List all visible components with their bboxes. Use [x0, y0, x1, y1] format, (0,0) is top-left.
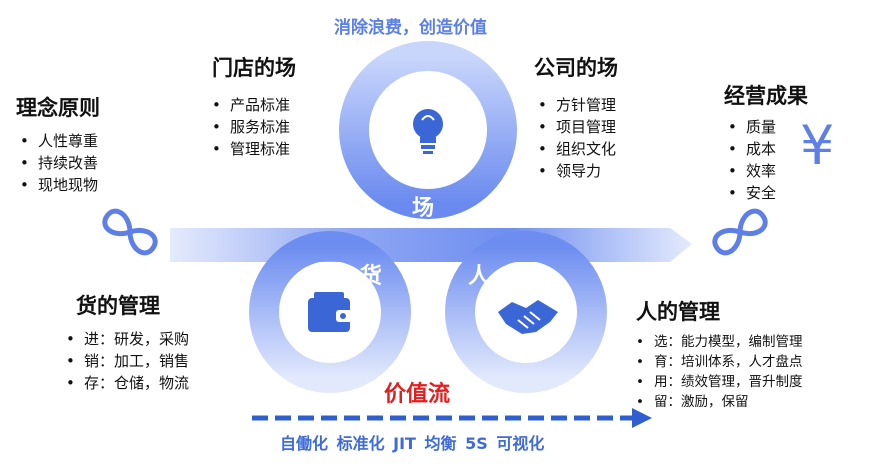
list-item: 服务标准	[208, 116, 296, 138]
people-title: 人的管理	[636, 300, 720, 324]
list-item: 进：研发，采购	[62, 328, 189, 350]
list-item: 销：加工，销售	[62, 350, 189, 372]
list-item: 育：培训体系，人才盘点	[632, 352, 803, 372]
ribbon-band	[170, 228, 692, 262]
list-item: 安全	[724, 182, 808, 204]
handshake-icon	[498, 300, 558, 334]
list-item: 领导力	[534, 160, 618, 182]
loop-label-goods: 货	[360, 264, 383, 289]
list-item: 项目管理	[534, 116, 618, 138]
list-item: 用：绩效管理，晋升制度	[632, 372, 803, 392]
list-item: 人性尊重	[16, 130, 100, 152]
list-item: 选：能力模型，编制管理	[632, 332, 803, 352]
list-item: 管理标准	[208, 138, 296, 160]
people-block: 人的管理 选：能力模型，编制管理 育：培训体系，人才盘点 用：绩效管理，晋升制度…	[632, 296, 803, 412]
infinity-icon	[712, 208, 768, 256]
list-item: 现地现物	[16, 174, 100, 196]
store-title: 门店的场	[212, 56, 296, 80]
store-block: 门店的场 产品标准 服务标准 管理标准	[208, 52, 296, 160]
value-stream-arrowhead	[632, 408, 652, 428]
goods-list: 进：研发，采购 销：加工，销售 存：仓储，物流	[62, 328, 189, 394]
loop-field	[339, 41, 517, 219]
loop-goods	[249, 231, 411, 393]
goods-block: 货的管理 进：研发，采购 销：加工，销售 存：仓储，物流	[62, 290, 189, 394]
list-item: 存：仓储，物流	[62, 372, 189, 394]
company-title: 公司的场	[534, 56, 618, 80]
list-item: 持续改善	[16, 152, 100, 174]
list-item: 留：激励，保留	[632, 392, 803, 412]
results-list: 质量 成本 效率 安全	[724, 116, 808, 204]
list-item: 组织文化	[534, 138, 618, 160]
loop-person	[445, 231, 607, 393]
wallet-icon	[308, 292, 354, 332]
store-list: 产品标准 服务标准 管理标准	[208, 94, 296, 160]
goods-title: 货的管理	[76, 294, 160, 318]
company-list: 方针管理 项目管理 组织文化 领导力	[534, 94, 618, 182]
company-block: 公司的场 方针管理 项目管理 组织文化 领导力	[534, 52, 618, 182]
loop-label-person: 人	[468, 264, 491, 289]
people-list: 选：能力模型，编制管理 育：培训体系，人才盘点 用：绩效管理，晋升制度 留：激励…	[632, 332, 803, 412]
tools-list: 自働化 标准化 JIT 均衡 5S 可视化	[280, 434, 545, 453]
concept-title: 理念原则	[16, 96, 100, 120]
concept-list: 人性尊重 持续改善 现地现物	[16, 130, 100, 196]
concept-block: 理念原则 人性尊重 持续改善 现地现物	[16, 92, 100, 196]
results-title: 经营成果	[724, 84, 808, 108]
infinity-icon	[102, 208, 158, 256]
top-banner: 消除浪费，创造价值	[334, 18, 487, 38]
list-item: 效率	[724, 160, 808, 182]
value-stream-label: 价值流	[384, 382, 451, 407]
lightbulb-icon	[413, 109, 443, 154]
list-item: 方针管理	[534, 94, 618, 116]
loop-label-field: 场	[412, 196, 435, 221]
list-item: 质量	[724, 116, 808, 138]
list-item: 产品标准	[208, 94, 296, 116]
results-block: 经营成果 质量 成本 效率 安全	[724, 80, 808, 204]
list-item: 成本	[724, 138, 808, 160]
